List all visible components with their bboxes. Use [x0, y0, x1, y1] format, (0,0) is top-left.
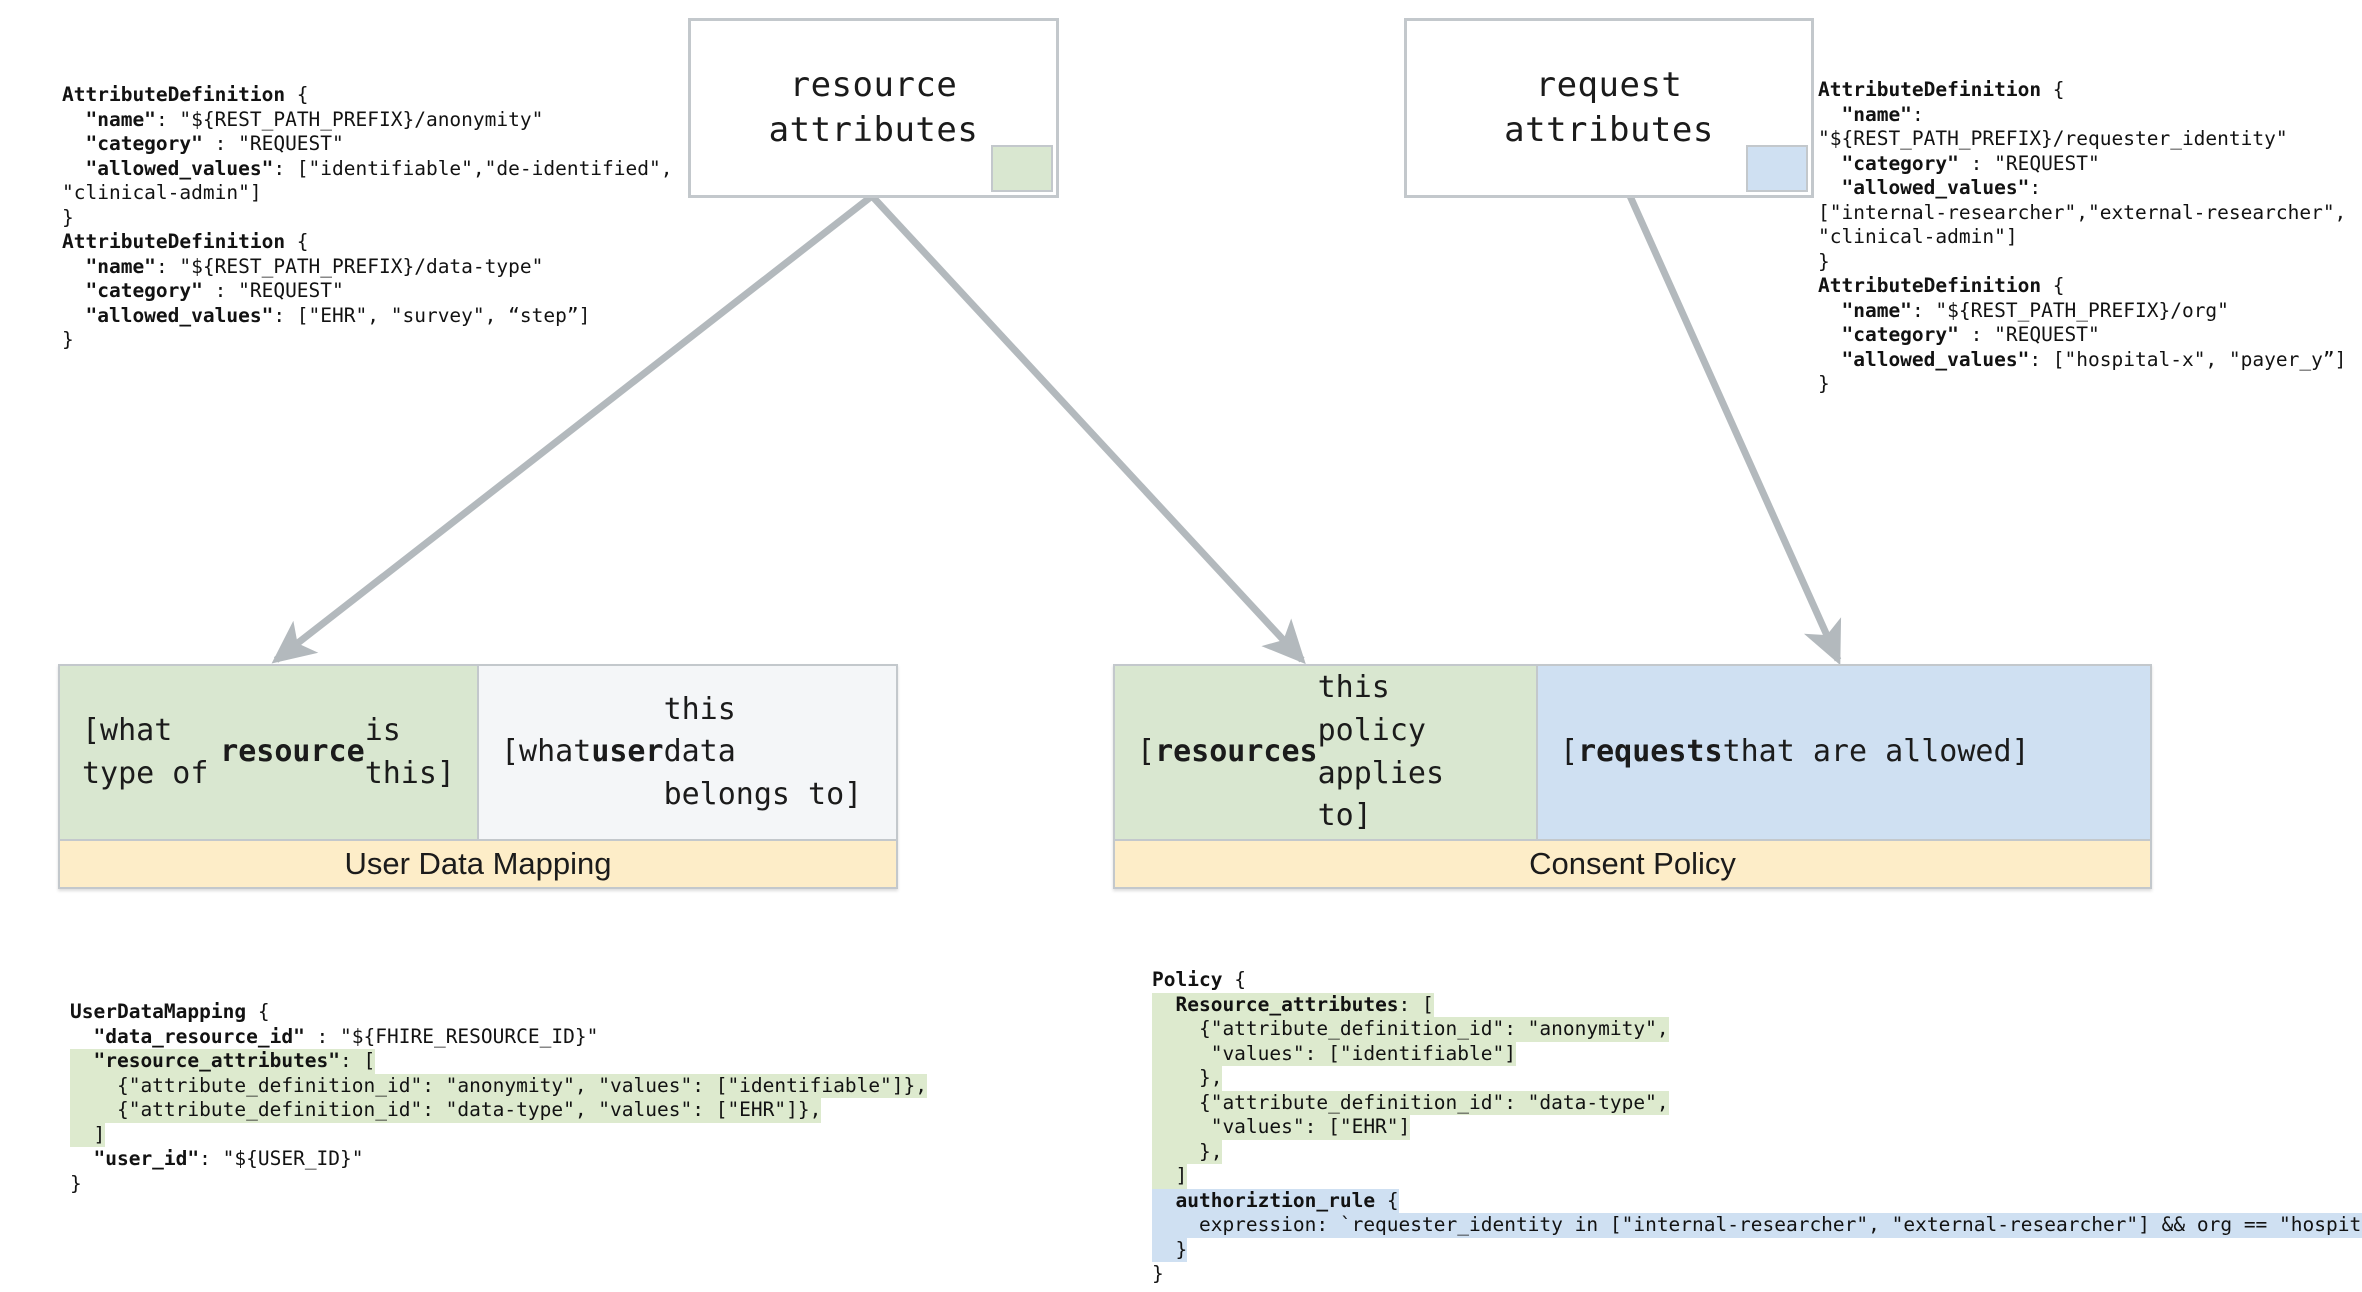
consent-policy-body: [resources this policy applies to] [requ…	[1115, 666, 2150, 839]
code-line: {"attribute_definition_id": "anonymity",…	[70, 1073, 928, 1098]
arrow-resource-to-consent-policy	[869, 193, 1306, 665]
code-line: "values": ["identifiable"]	[1152, 1041, 1516, 1066]
code-line: }	[70, 1171, 82, 1195]
code-line: "data_resource_id" : "${FHIRE_RESOURCE_I…	[93, 1024, 599, 1048]
code-line: },	[1152, 1139, 1223, 1164]
user-data-mapping-user-cell: [what user this data belongs to]	[477, 666, 896, 839]
code-line: "resource_attributes": [	[70, 1049, 376, 1074]
code-line: "values": ["EHR"]	[1152, 1115, 1411, 1140]
code-line: expression: `requester_identity in ["int…	[1152, 1213, 2362, 1238]
user-data-mapping-code: UserDataMapping { "data_resource_id" : "…	[70, 1000, 928, 1196]
code-line: {"attribute_definition_id": "anonymity",	[1152, 1017, 1669, 1042]
user-data-mapping-footer-label: User Data Mapping	[60, 839, 896, 887]
request-attributes-box[interactable]: request attributes	[1404, 18, 1814, 198]
resource-attributes-box[interactable]: resource attributes	[688, 18, 1059, 198]
code-line: }	[1152, 1262, 1164, 1285]
user-data-mapping-body: [what type of resource is this] [what us…	[60, 666, 896, 839]
resource-attributes-label: resource attributes	[768, 65, 979, 150]
request-attributes-label: request attributes	[1504, 65, 1714, 150]
code-line: {"attribute_definition_id": "data-type",…	[70, 1098, 822, 1123]
code-line: Policy {	[1152, 968, 1246, 991]
code-line: },	[1152, 1066, 1223, 1091]
resource-color-swatch	[991, 145, 1053, 192]
code-line: UserDataMapping {	[70, 1000, 270, 1023]
code-line: Resource_attributes: [	[1152, 992, 1434, 1017]
user-data-mapping-resource-cell: [what type of resource is this]	[60, 666, 477, 839]
code-line: }	[1152, 1237, 1188, 1262]
code-line: ]	[70, 1122, 106, 1147]
consent-policy-resources-cell: [resources this policy applies to]	[1115, 666, 1536, 839]
code-line: {"attribute_definition_id": "data-type",	[1152, 1090, 1669, 1115]
code-line: authoriztion_rule {	[1152, 1188, 1399, 1213]
request-color-swatch	[1746, 145, 1808, 192]
right-attribute-definitions-code: AttributeDefinition { "name": "${REST_PA…	[1818, 78, 2347, 395]
consent-policy-card[interactable]: [resources this policy applies to] [requ…	[1113, 664, 2152, 889]
code-line: ]	[1152, 1164, 1188, 1189]
policy-code: Policy { Resource_attributes: [ {"attrib…	[1152, 968, 2362, 1287]
code-line: "user_id": "${USER_ID}"	[93, 1147, 364, 1170]
left-attribute-definitions-code: AttributeDefinition { "name": "${REST_PA…	[62, 83, 673, 351]
consent-policy-requests-cell: [requests that are allowed]	[1536, 666, 2150, 839]
user-data-mapping-card[interactable]: [what type of resource is this] [what us…	[58, 664, 898, 889]
consent-policy-footer-label: Consent Policy	[1115, 839, 2150, 887]
arrow-request-to-consent-policy	[1626, 194, 1842, 666]
